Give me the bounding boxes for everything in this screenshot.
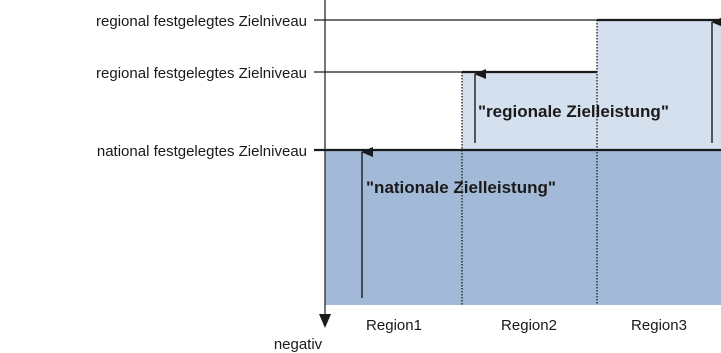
label-regional-target: "regionale Zielleistung" — [478, 102, 669, 121]
label-level-top: regional festgelegtes Zielniveau — [96, 13, 307, 30]
regional-target-area-region2 — [462, 72, 597, 150]
label-national-target: "nationale Zielleistung" — [366, 178, 556, 197]
national-target-area — [325, 150, 721, 305]
label-level-mid: regional festgelegtes Zielniveau — [96, 65, 307, 82]
region-label-2: Region2 — [501, 317, 557, 334]
axis-arrow-down-icon — [319, 314, 331, 328]
axis-label-negativ: negativ — [274, 336, 323, 353]
region-label-1: Region1 — [366, 317, 422, 334]
region-label-3: Region3 — [631, 317, 687, 334]
label-level-national: national festgelegtes Zielniveau — [97, 143, 307, 160]
regional-target-area-region3 — [597, 20, 721, 150]
